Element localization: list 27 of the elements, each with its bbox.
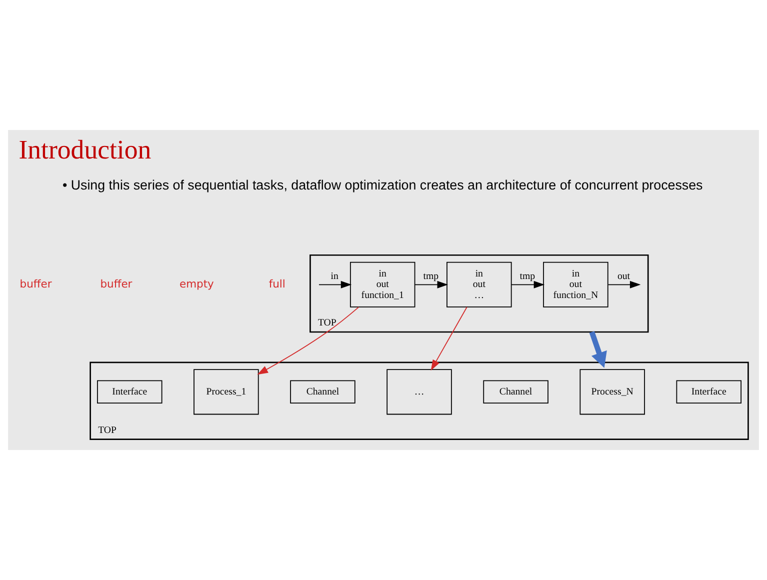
node-box: Channel <box>483 380 548 404</box>
label: • Using this series of sequential tasks, dataflow optimization creates an architecture of concurrent processes <box>62 177 703 192</box>
node-box: in out function_1 <box>350 262 416 308</box>
arrow <box>511 280 545 288</box>
node-box: Interface <box>97 380 162 404</box>
arrow <box>318 280 352 288</box>
edge-label: tmp <box>423 271 439 282</box>
edge-label: out <box>617 271 630 282</box>
edge-label: tmp <box>520 271 536 282</box>
node-box: Process_1 <box>194 369 259 415</box>
node-box: in out … <box>446 262 512 308</box>
arrow <box>257 306 360 375</box>
arrow <box>589 331 607 368</box>
node-box: Process_N <box>580 369 645 415</box>
node-box: in out function_N <box>543 262 608 308</box>
diagram-title: Introduction <box>18 134 152 165</box>
label: empty <box>179 277 214 290</box>
node-box: … <box>386 369 452 415</box>
arrow <box>608 280 641 288</box>
node-box: Interface <box>676 380 742 404</box>
label: full <box>268 277 286 290</box>
edge-label: in <box>330 271 338 282</box>
arrow <box>430 306 468 371</box>
label: buffer <box>100 277 132 290</box>
node-box: Channel <box>290 380 356 404</box>
arrow <box>414 280 448 288</box>
label: buffer <box>20 277 52 290</box>
